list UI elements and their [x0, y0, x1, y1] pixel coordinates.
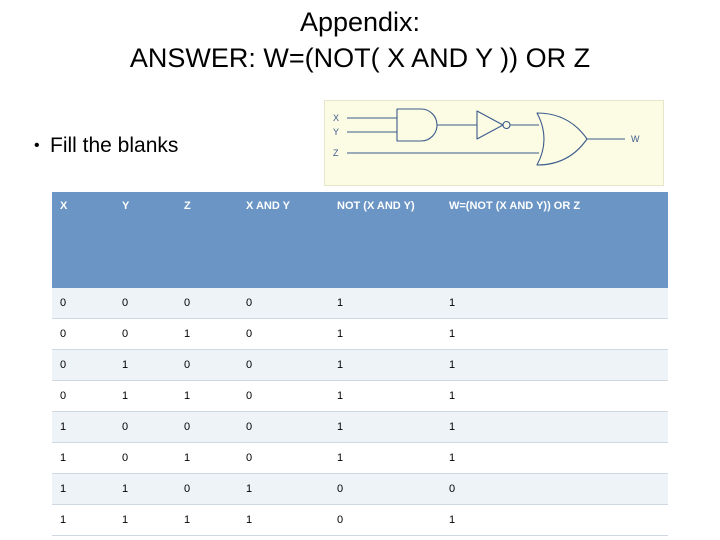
table-row: 1 1 0 1 0 0 [52, 473, 668, 505]
not-bubble [502, 120, 511, 130]
cell-y: 1 [114, 504, 176, 536]
circuit-diagram: X Y Z W [324, 100, 664, 186]
cell-y: 1 [114, 473, 176, 505]
cell-x: 0 [52, 288, 114, 319]
cell-not-x-and-y: 1 [329, 380, 441, 412]
title-line-1: Appendix: [299, 7, 421, 37]
label-w: W [631, 134, 640, 144]
table-row: 0 1 0 0 1 1 [52, 349, 668, 381]
cell-x-and-y: 0 [238, 318, 329, 350]
column-header-w: W=(NOT (X AND Y)) OR Z [441, 192, 668, 288]
cell-not-x-and-y: 0 [329, 473, 441, 505]
cell-not-x-and-y: 1 [329, 349, 441, 381]
cell-y: 0 [114, 288, 176, 319]
table-header-row: X Y Z X AND Y NOT (X AND Y) W=(NOT (X AN… [52, 192, 668, 288]
cell-not-x-and-y: 1 [329, 288, 441, 319]
truth-table: X Y Z X AND Y NOT (X AND Y) W=(NOT (X AN… [52, 192, 668, 536]
cell-z: 1 [176, 442, 238, 474]
cell-x: 1 [52, 442, 114, 474]
cell-w: 1 [441, 442, 668, 474]
not-gate [476, 110, 504, 140]
cell-w: 0 [441, 473, 668, 505]
cell-x-and-y: 0 [238, 349, 329, 381]
cell-z: 0 [176, 473, 238, 505]
cell-z: 0 [176, 411, 238, 443]
bullet-item: • Fill the blanks [34, 132, 178, 160]
cell-x-and-y: 1 [238, 504, 329, 536]
table-row: 0 0 0 0 1 1 [52, 288, 668, 319]
cell-w: 1 [441, 288, 668, 319]
cell-x: 0 [52, 318, 114, 350]
cell-y: 1 [114, 349, 176, 381]
and-gate [396, 108, 438, 142]
cell-x: 1 [52, 411, 114, 443]
column-header-z: Z [176, 192, 238, 288]
cell-x: 0 [52, 380, 114, 412]
column-header-y: Y [114, 192, 176, 288]
column-header-x: X [52, 192, 114, 288]
table-row: 0 1 1 0 1 1 [52, 380, 668, 412]
table-row: 1 1 1 1 0 1 [52, 504, 668, 536]
or-gate [536, 112, 588, 166]
cell-x: 1 [52, 473, 114, 505]
cell-x: 1 [52, 504, 114, 536]
cell-x-and-y: 0 [238, 442, 329, 474]
cell-y: 0 [114, 411, 176, 443]
bullet-marker: • [34, 137, 40, 155]
table-row: 1 0 0 0 1 1 [52, 411, 668, 443]
cell-z: 1 [176, 318, 238, 350]
cell-not-x-and-y: 1 [329, 318, 441, 350]
cell-y: 1 [114, 380, 176, 412]
cell-x-and-y: 0 [238, 380, 329, 412]
cell-x-and-y: 0 [238, 411, 329, 443]
cell-not-x-and-y: 1 [329, 411, 441, 443]
cell-not-x-and-y: 1 [329, 442, 441, 474]
cell-w: 1 [441, 504, 668, 536]
cell-x-and-y: 1 [238, 473, 329, 505]
title-line-2: ANSWER: W=(NOT( X AND Y )) OR Z [129, 43, 591, 73]
label-y: Y [333, 127, 339, 137]
cell-w: 1 [441, 318, 668, 350]
cell-x: 0 [52, 349, 114, 381]
label-x: X [333, 113, 339, 123]
cell-not-x-and-y: 0 [329, 504, 441, 536]
column-header-x-and-y: X AND Y [238, 192, 329, 288]
cell-w: 1 [441, 380, 668, 412]
table-row: 0 0 1 0 1 1 [52, 318, 668, 350]
cell-y: 0 [114, 442, 176, 474]
cell-z: 0 [176, 349, 238, 381]
cell-x-and-y: 0 [238, 288, 329, 319]
cell-y: 0 [114, 318, 176, 350]
cell-z: 1 [176, 380, 238, 412]
cell-w: 1 [441, 411, 668, 443]
cell-z: 1 [176, 504, 238, 536]
column-header-not-x-and-y: NOT (X AND Y) [329, 192, 441, 288]
label-z: Z [333, 148, 339, 158]
table-row: 1 0 1 0 1 1 [52, 442, 668, 474]
page-title: Appendix: ANSWER: W=(NOT( X AND Y )) OR … [20, 4, 700, 76]
bullet-text: Fill the blanks [50, 134, 179, 157]
cell-z: 0 [176, 288, 238, 319]
cell-w: 1 [441, 349, 668, 381]
